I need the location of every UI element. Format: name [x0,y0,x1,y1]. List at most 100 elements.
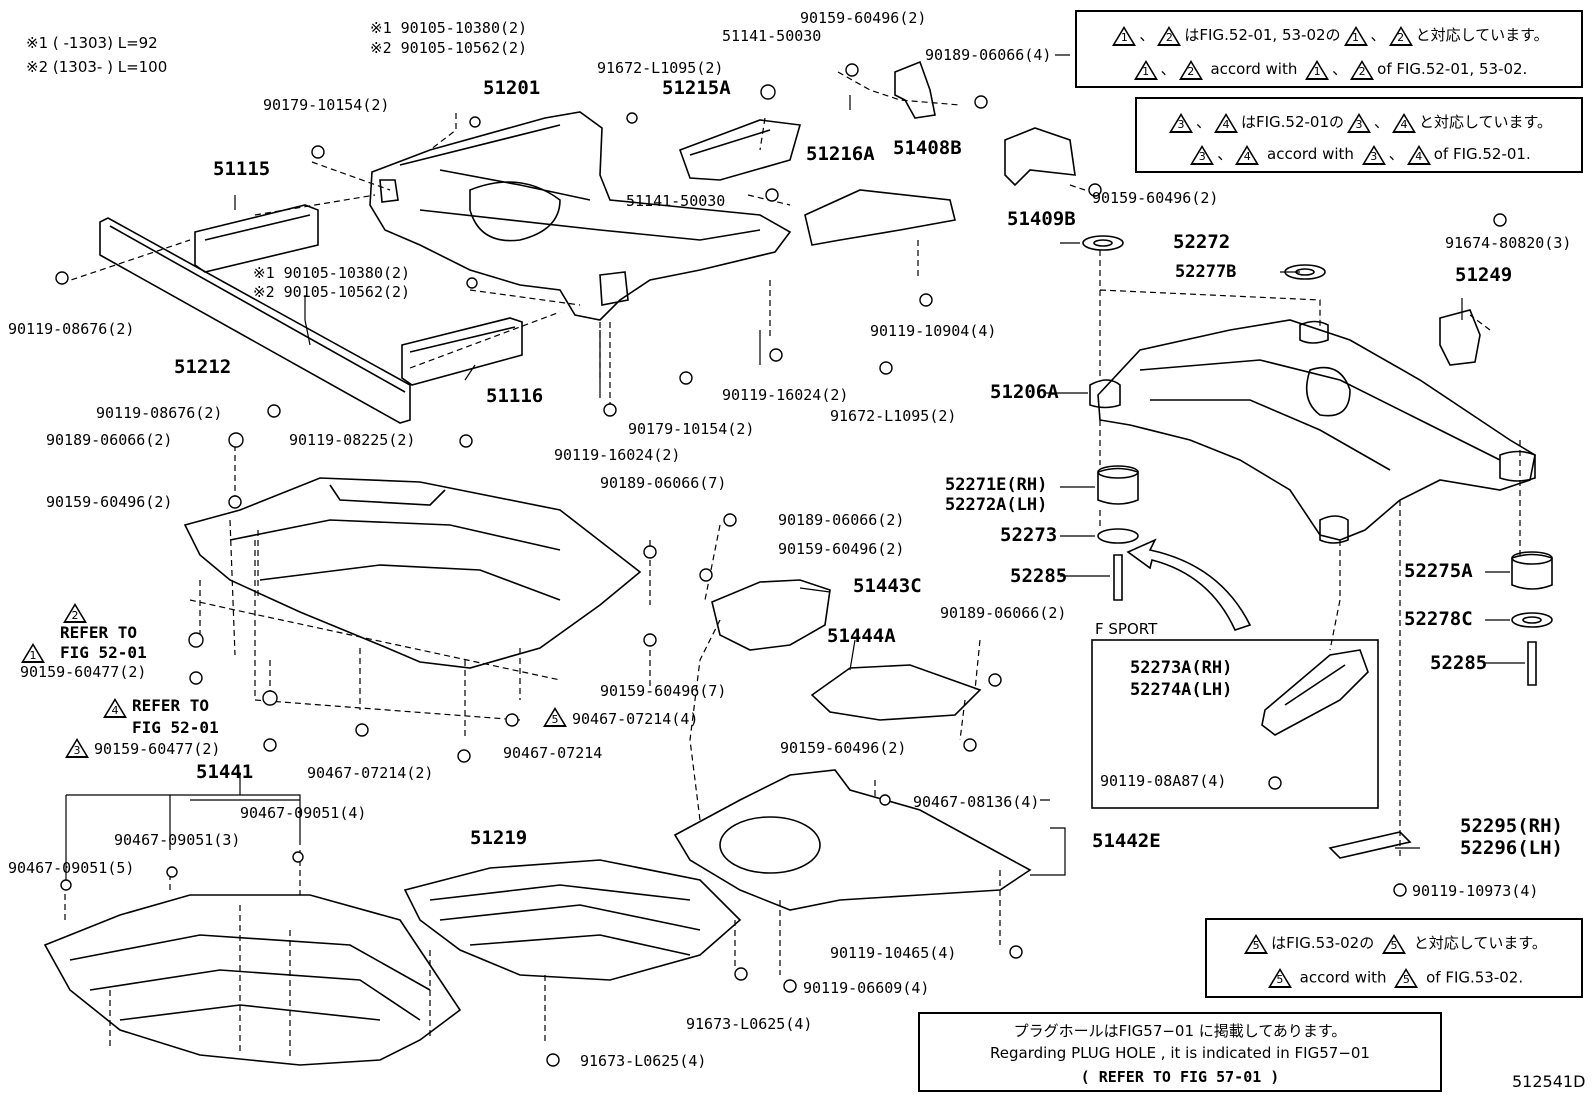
fastener-90189-06066-right: 90189-06066(2) [778,511,905,529]
part-52285-b: 52285 [1430,652,1488,674]
en-text: accord with [1299,968,1387,987]
fastener-91674-80820: 91674-80820(3) [1445,234,1572,252]
triangle-5-icon: 5 [1394,968,1419,988]
plug-hole-jp: プラグホールはFIG57−01 に掲載してあります。 [1013,1022,1347,1040]
jp-suffix: と対応しています。 [1419,113,1553,131]
fastener-90119-06609: 90119-06609(4) [803,979,930,997]
refer-fig-label: FIG 52-01 [60,643,147,662]
sep: 、 [1373,113,1389,131]
en-suffix: of FIG.52-01, 53-02. [1377,60,1528,78]
refer-mark-4: 4 [100,698,130,718]
jp-text: はFIG.53-02の [1271,934,1375,952]
triangle-3-icon: 3 [1168,112,1193,133]
bushing-52271E [1097,467,1139,505]
fastener-90105-10380-top: ※1 90105-10380(2) [370,19,528,37]
triangle-2-icon: 2 [1157,25,1182,46]
fastener-90119-16024-a: 90119-16024(2) [722,386,849,404]
bracket-51409B [1004,127,1076,187]
subframe-51206A [1097,319,1536,541]
part-51219: 51219 [470,827,528,849]
part-52271E: 52271E(RH) [945,475,1048,495]
bar-51212 [99,217,411,424]
plug-hole-note-box: プラグホールはFIG57−01 に掲載してあります。 Regarding PLU… [918,1012,1442,1092]
fastener-90159-60496-51409B: 90159-60496(2) [1092,189,1219,207]
part-51116: 51116 [486,385,544,407]
washer-52273 [1097,528,1139,544]
fastener-90119-08225: 90119-08225(2) [289,431,416,449]
fastener-90467-09051-4: 90467-09051(4) [240,804,367,822]
en-text: accord with [1210,60,1298,78]
bracket-51216A [804,189,956,246]
triangle-4-icon: 4 [1213,112,1238,133]
triangle-1-icon: 1 [1112,25,1137,46]
fastener-51141-50030-top: 51141-50030 [722,27,822,45]
fastener-90119-10465: 90119-10465(4) [830,944,957,962]
part-52295: 52295(RH) [1460,815,1563,837]
fastener-90119-10904: 90119-10904(4) [870,322,997,340]
part-51441: 51441 [196,761,254,783]
part-52285-a: 52285 [1010,565,1068,587]
undercover-51219 [403,859,742,981]
plug-hole-refer: ( REFER TO FIG 57-01 ) [1080,1068,1280,1086]
part-51249: 51249 [1455,264,1513,286]
undercover-front [183,477,642,669]
sep: 、 [1370,26,1386,44]
part-52278C: 52278C [1404,608,1473,630]
triangle-4-icon: 4 [1235,144,1260,165]
triangle-3-icon: 3 [1346,112,1371,133]
fastener-90119-10973: 90119-10973(4) [1412,882,1539,900]
fastener-90189-06066-left: 90189-06066(2) [46,431,173,449]
fastener-51141-50030-mid: 51141-50030 [626,192,726,210]
bushing-52275A [1511,553,1553,590]
fastener-90119-08676-b: 90119-08676(2) [96,404,223,422]
fastener-90119-16024-b: 90119-16024(2) [554,446,681,464]
fastener-90159-60496-7: 90159-60496(7) [600,682,727,700]
bushing-52272 [1082,235,1124,251]
part-51408B: 51408B [893,137,962,159]
triangle-4-icon: 4 [1406,144,1431,165]
triangle-2-icon: 2 [1388,25,1413,46]
fastener-90179-10154-b: 90179-10154(2) [628,420,755,438]
refer-mark-5: 5 [540,707,570,727]
part-52296: 52296(LH) [1460,837,1563,859]
part-51115: 51115 [213,158,271,180]
fastener-90467-09051-5: 90467-09051(5) [8,859,135,877]
triangle-2-icon: 2 [1350,59,1375,80]
fastener-90467-09051-3: 90467-09051(3) [114,831,241,849]
part-51206A: 51206A [990,381,1059,403]
en-suffix: of FIG.53-02. [1426,968,1524,987]
fastener-90467-07214: 90467-07214 [503,744,603,762]
note-l100: ※2 (1303- ) L=100 [26,58,168,76]
brace-51116 [401,317,523,386]
bracket-51249 [1439,309,1481,366]
diagram-id: 512541D [1512,1072,1586,1091]
en-text: accord with [1267,145,1354,163]
fastener-91672-L1095-b: 91672-L1095(2) [830,407,957,425]
triangle-4-icon: 4 [1392,112,1416,133]
f-sport-title: F SPORT [1095,620,1158,638]
part-51201: 51201 [483,77,541,99]
part-51409B: 51409B [1007,208,1076,230]
triangle-2-icon: 2 [1178,59,1203,80]
jp-text: はFIG.52-01の [1240,113,1344,131]
f-sport-box [1091,639,1379,809]
part-51444A: 51444A [827,625,896,647]
sep: 、 [1195,113,1211,131]
washer-52278C [1511,612,1553,628]
jp-text: はFIG.52-01, 53-02の [1184,26,1341,44]
jp-suffix: と対応しています。 [1413,934,1547,952]
fastener-90159-60496-51444A: 90159-60496(2) [780,739,907,757]
fastener-90105-10562-top: ※2 90105-10562(2) [370,39,528,57]
brace-51115 [194,204,319,273]
fastener-90179-10154-top: 90179-10154(2) [263,96,390,114]
triangle-3-icon: 3 [1361,144,1386,165]
refer-to-label: REFER TO [60,623,138,642]
triangle-5-icon: 5 [1244,933,1269,954]
part-52272A: 52272A(LH) [945,495,1048,515]
triangle-1-icon: 1 [1305,59,1330,80]
cover-51443C [711,579,831,651]
